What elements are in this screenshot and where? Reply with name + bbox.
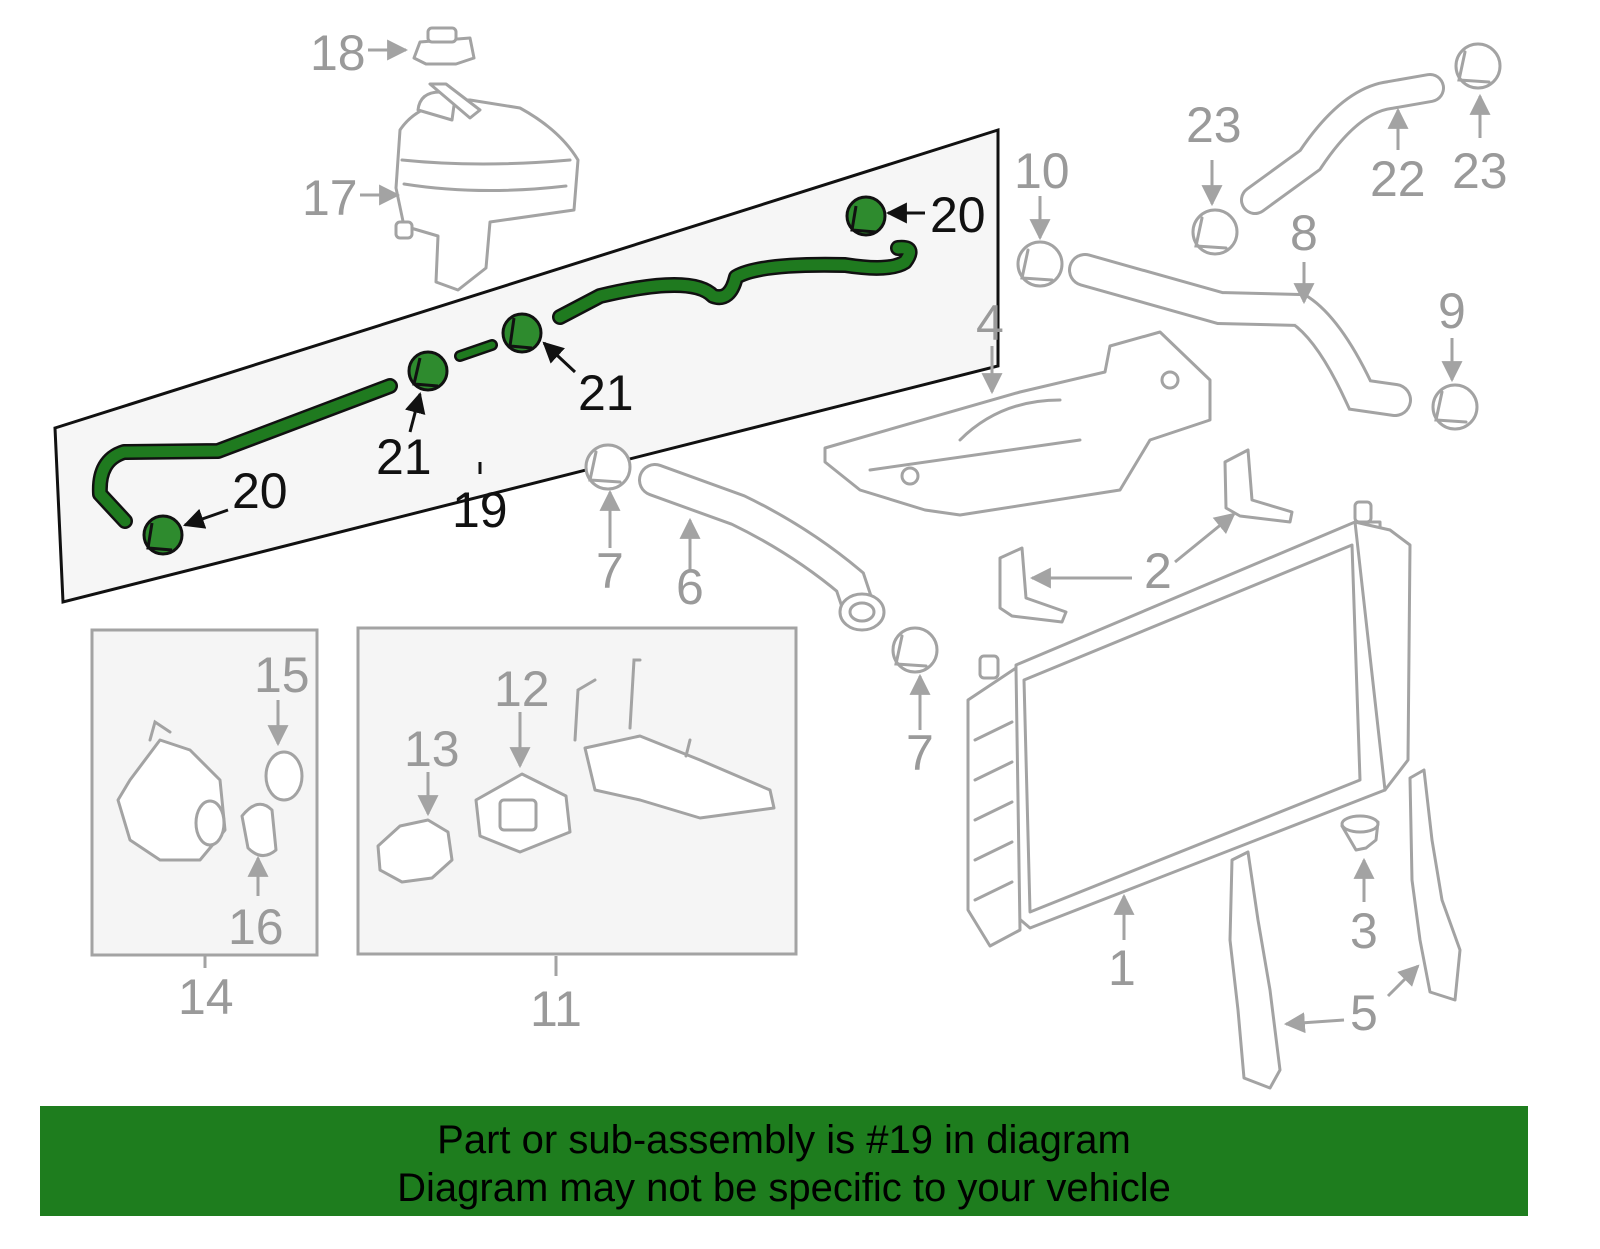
callout-20-upper: 20 (930, 187, 986, 243)
callout-10: 10 (1014, 143, 1070, 199)
callout-21-left: 21 (376, 429, 432, 485)
info-banner: Part or sub-assembly is #19 in diagram D… (40, 1106, 1528, 1216)
callout-12: 12 (494, 661, 550, 717)
part-23-clamp-left (1191, 208, 1239, 256)
part-2-bracket-lower (998, 546, 1068, 624)
box-14-thermostat-housing (90, 628, 319, 957)
part-18-reservoir-cap (412, 26, 476, 66)
part-10-clamp (1016, 240, 1064, 288)
part-19-heater-hose (91, 239, 918, 529)
part-20-clamp-upper (845, 195, 887, 237)
callout-15: 15 (254, 647, 310, 703)
callout-14: 14 (178, 969, 234, 1025)
callout-18: 18 (310, 25, 366, 81)
part-7-clamp-lower (891, 626, 939, 674)
callout-1: 1 (1108, 940, 1136, 996)
part-7-clamp-upper (584, 443, 632, 491)
part-23-clamp-right (1454, 42, 1502, 90)
banner-line-1: Part or sub-assembly is #19 in diagram (437, 1118, 1131, 1162)
box-11-water-outlet (356, 626, 798, 956)
callout-7-upper: 7 (596, 543, 624, 599)
callout-11: 11 (530, 981, 582, 1037)
part-6-radiator-hose (638, 463, 886, 632)
part-8-hose (1068, 253, 1412, 417)
part-21-clamp-right (501, 312, 543, 354)
callout-20-lower: 20 (232, 463, 288, 519)
callout-16: 16 (228, 899, 284, 955)
callout-6: 6 (676, 559, 704, 615)
callout-3: 3 (1350, 903, 1378, 959)
callout-13: 13 (404, 721, 460, 777)
callout-17: 17 (302, 170, 358, 226)
part-5-baffle-left (1228, 850, 1282, 1090)
callout-21-right: 21 (578, 365, 634, 421)
part-20-clamp-lower (142, 514, 184, 556)
callout-7-lower: 7 (906, 725, 934, 781)
part-4-shroud (823, 330, 1212, 517)
callout-5: 5 (1350, 985, 1378, 1041)
part-21-clamp-left (407, 350, 449, 392)
part-2-bracket-upper (1223, 448, 1294, 524)
callout-8: 8 (1290, 205, 1318, 261)
part-1-radiator (966, 500, 1412, 948)
part-22-hose (1240, 73, 1445, 215)
part-9-clamp (1431, 383, 1479, 431)
callout-2: 2 (1144, 543, 1172, 599)
callout-19: 19 (452, 482, 508, 538)
callout-23-right: 23 (1452, 143, 1508, 199)
part-3-grommet (1340, 814, 1380, 852)
callout-23-left: 23 (1186, 97, 1242, 153)
callout-22: 22 (1370, 151, 1426, 207)
callout-9: 9 (1438, 283, 1466, 339)
part-5-baffle-right (1408, 768, 1462, 1002)
part-17-coolant-reservoir (394, 82, 580, 292)
callout-4: 4 (976, 295, 1004, 351)
highlight-panel-19: 20 20 21 21 19 (53, 127, 1000, 604)
banner-line-2: Diagram may not be specific to your vehi… (397, 1166, 1171, 1210)
